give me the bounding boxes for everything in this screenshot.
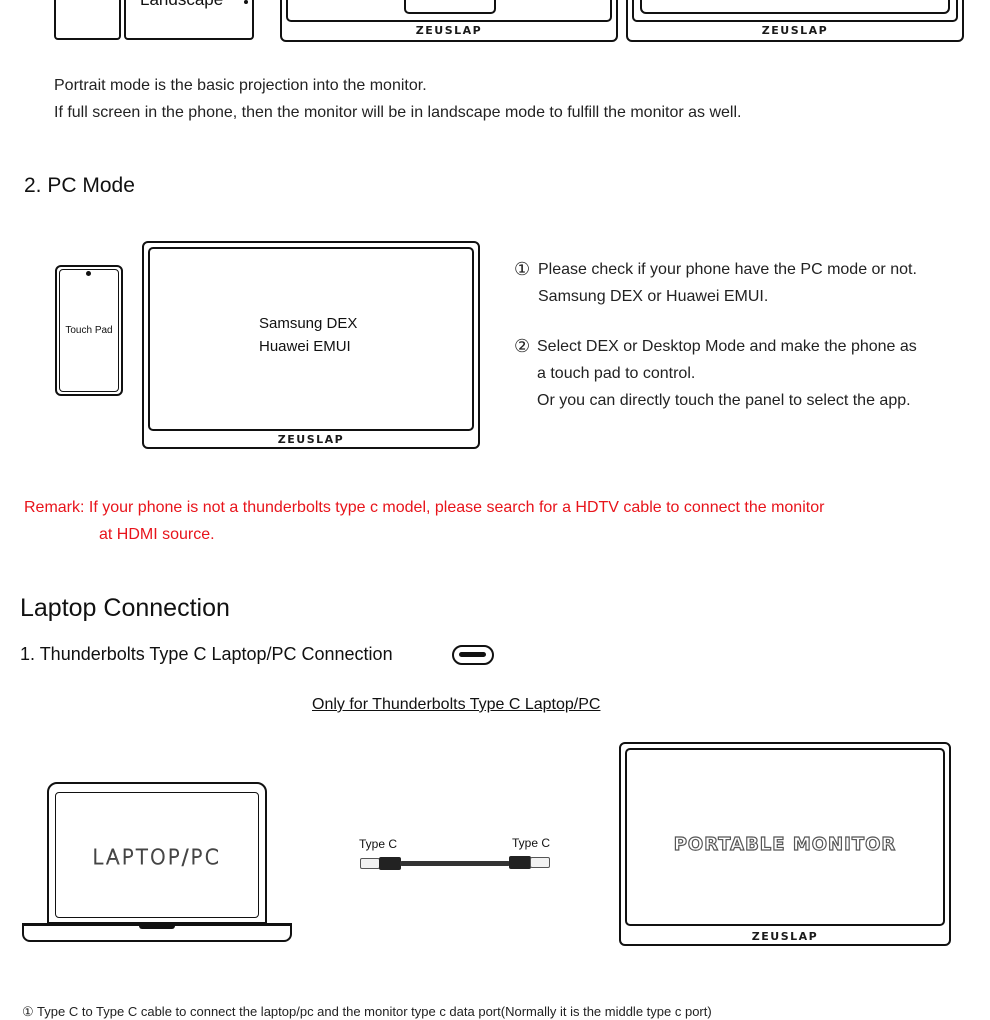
top-monitor-left-screen xyxy=(286,0,612,22)
brand-logo: ZEUSLAP xyxy=(144,433,478,446)
connector-boot-right xyxy=(509,856,531,869)
portable-monitor-label: PORTABLE MONITOR xyxy=(627,834,943,855)
laptop-label: LAPTOP/PC xyxy=(56,845,257,869)
laptop-connection-heading: Laptop Connection xyxy=(20,594,230,623)
touchpad-phone: Touch Pad xyxy=(55,265,123,396)
thunderbolt-subheading: 1. Thunderbolts Type C Laptop/PC Connect… xyxy=(20,644,393,665)
screen-text-huawei: Huawei EMUI xyxy=(259,338,351,355)
top-monitor-right-screen xyxy=(632,0,958,22)
brand-logo: ZEUSLAP xyxy=(282,24,616,37)
laptop-lid: LAPTOP/PC xyxy=(47,782,267,924)
touchpad-label: Touch Pad xyxy=(57,325,121,336)
top-monitor-left: ZEUSLAP xyxy=(280,0,618,42)
intro-line-2: If full screen in the phone, then the mo… xyxy=(54,99,741,126)
usb-c-port-icon xyxy=(452,645,494,665)
usb-c-port-icon-inner xyxy=(459,652,486,657)
laptop-screen: LAPTOP/PC xyxy=(55,792,259,918)
pc-mode-monitor-screen: Samsung DEX Huawei EMUI xyxy=(148,247,474,431)
top-phone-on-screen xyxy=(404,0,496,14)
portable-monitor: PORTABLE MONITOR ZEUSLAP xyxy=(619,742,951,946)
step-2-line-3: Or you can directly touch the panel to s… xyxy=(537,387,911,414)
portable-monitor-screen: PORTABLE MONITOR xyxy=(625,748,945,926)
remark-line-1: Remark: If your phone is not a thunderbo… xyxy=(24,494,824,521)
cable-label-left: Type C xyxy=(359,837,397,851)
cable-label-right: Type C xyxy=(512,836,550,850)
step-1-line-2: Samsung DEX or Huawei EMUI. xyxy=(538,283,768,310)
intro-line-1: Portrait mode is the basic projection in… xyxy=(54,72,427,99)
pc-mode-monitor: Samsung DEX Huawei EMUI ZEUSLAP xyxy=(142,241,480,449)
step-1-line-1: Please check if your phone have the PC m… xyxy=(538,256,917,283)
connection-step-1: ① Type C to Type C cable to connect the … xyxy=(22,1004,712,1020)
brand-logo: ZEUSLAP xyxy=(628,24,962,37)
top-monitor-right: ZEUSLAP xyxy=(626,0,964,42)
laptop-illustration: LAPTOP/PC xyxy=(22,782,292,944)
laptop-base xyxy=(22,923,292,942)
camera-dot xyxy=(244,0,248,4)
thunderbolt-note: Only for Thunderbolts Type C Laptop/PC xyxy=(312,696,600,714)
pc-mode-heading: 2. PC Mode xyxy=(24,174,135,198)
step-2-line-2: a touch pad to control. xyxy=(537,360,695,387)
cable-wire xyxy=(400,861,510,866)
landscape-label: Landscape xyxy=(140,0,223,10)
type-c-connector-left xyxy=(360,858,380,869)
phone-camera-dot xyxy=(86,271,91,276)
remark-line-2: at HDMI source. xyxy=(99,521,215,548)
step-1-number: ① xyxy=(514,256,530,283)
type-c-connector-right xyxy=(530,857,550,868)
step-2-number: ② xyxy=(514,333,530,360)
laptop-notch xyxy=(139,924,175,929)
screen-text-samsung: Samsung DEX xyxy=(259,315,357,332)
step-2-line-1: Select DEX or Desktop Mode and make the … xyxy=(537,333,917,360)
top-landscape-on-screen xyxy=(640,0,950,14)
brand-logo: ZEUSLAP xyxy=(621,930,949,943)
top-phone-landscape: Landscape xyxy=(124,0,254,40)
connector-boot-left xyxy=(379,857,401,870)
top-phone-portrait xyxy=(54,0,121,40)
